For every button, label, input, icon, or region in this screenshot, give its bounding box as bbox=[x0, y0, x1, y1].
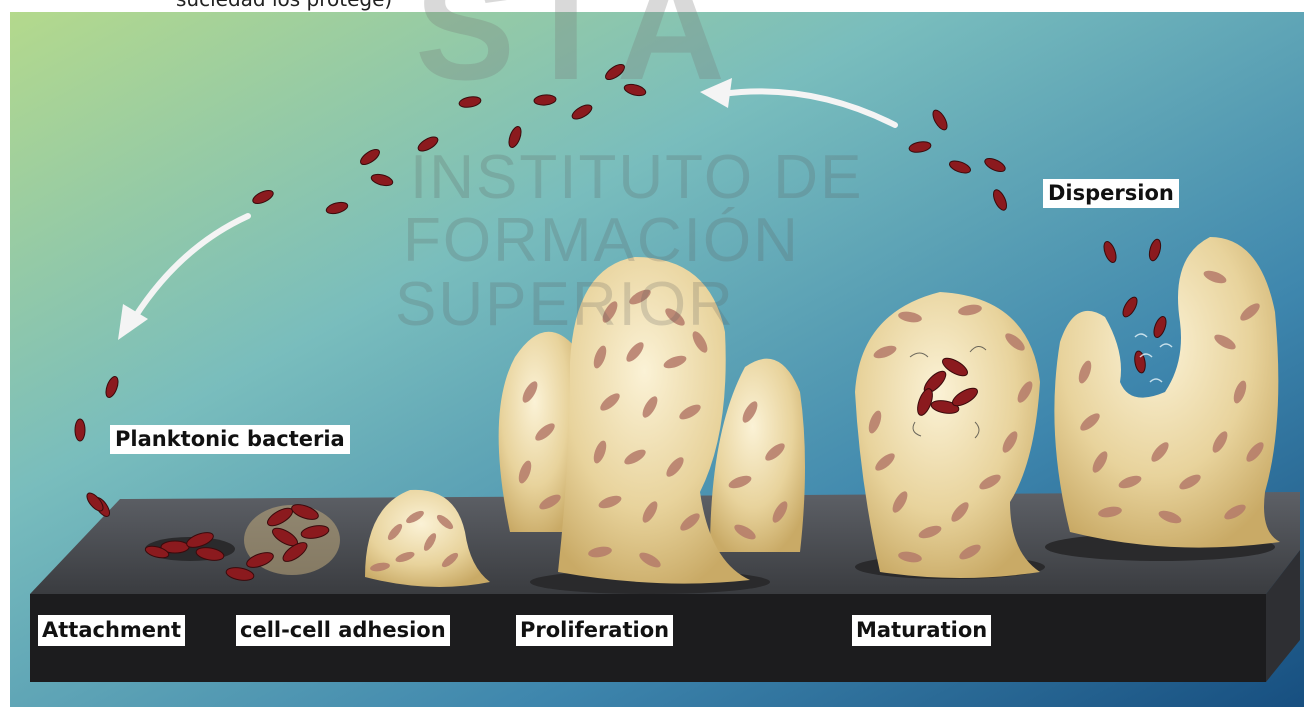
watermark-letters: SIA bbox=[415, 0, 755, 102]
stage-maturation-label: Maturation bbox=[852, 615, 991, 646]
watermark-line-3: SUPERIOR bbox=[395, 274, 735, 336]
watermark-line-1: INSTITUTO DE bbox=[410, 147, 863, 209]
planktonic-label: Planktonic bacteria bbox=[110, 425, 350, 454]
top-caption: suciedad los protege) bbox=[176, 0, 392, 11]
watermark-line-2: FORMACIÓN bbox=[403, 210, 800, 272]
stage-attachment-label: Attachment bbox=[38, 615, 185, 646]
dispersion-label: Dispersion bbox=[1043, 179, 1179, 208]
stage-adhesion-label: cell-cell adhesion bbox=[236, 615, 450, 646]
stage-proliferation-label: Proliferation bbox=[516, 615, 673, 646]
biofilm-illustration bbox=[10, 12, 1304, 707]
biofilm-diagram: SIA INSTITUTO DE FORMACIÓN SUPERIOR Disp… bbox=[10, 12, 1304, 707]
